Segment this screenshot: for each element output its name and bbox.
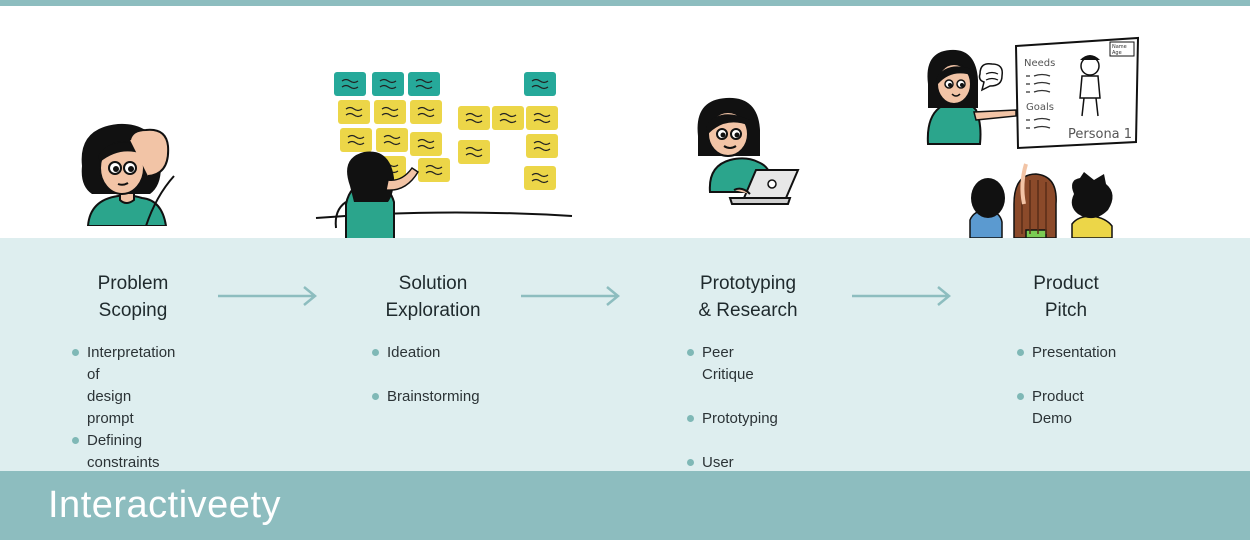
sticky-note bbox=[526, 134, 558, 158]
sticky-note bbox=[418, 158, 450, 182]
stage-title: Solution Exploration bbox=[385, 273, 481, 321]
persona-title: Persona 1 bbox=[1068, 127, 1132, 142]
persona-needs-label: Needs bbox=[1024, 58, 1055, 69]
list-item: Interpretation of design prompt bbox=[71, 342, 175, 430]
list-item: Presentation bbox=[1016, 342, 1116, 364]
footer-bar: Interactiveety bbox=[0, 471, 1250, 540]
stage-bullet-list: Presentation Product Demo bbox=[1016, 342, 1116, 430]
illustration-row: Name Age Needs Goals Persona 1 bbox=[0, 6, 1250, 240]
persona-goals-label: Goals bbox=[1026, 102, 1054, 113]
sticky-note bbox=[374, 100, 406, 124]
sticky-note bbox=[340, 128, 372, 152]
sticky-note bbox=[526, 106, 558, 130]
arrow-right-icon bbox=[852, 286, 951, 306]
top-accent-strip bbox=[0, 0, 1250, 6]
sticky-note-wall-illustration bbox=[315, 72, 573, 240]
sticky-note bbox=[410, 100, 442, 124]
sticky-note bbox=[410, 132, 442, 156]
sticky-note bbox=[408, 72, 440, 96]
stage-bullet-list: Interpretation of design prompt Defining… bbox=[71, 342, 175, 474]
sticky-note bbox=[372, 72, 404, 96]
list-item: Product Demo bbox=[1016, 386, 1116, 430]
process-band: Problem Scoping Interpretation of design… bbox=[0, 238, 1250, 493]
sticky-note bbox=[458, 106, 490, 130]
list-item: Peer Critique bbox=[686, 342, 778, 386]
sticky-note bbox=[492, 106, 524, 130]
stage-bullet-list: Ideation Brainstorming bbox=[371, 342, 480, 408]
arrow-right-icon bbox=[521, 286, 620, 306]
sticky-note bbox=[338, 100, 370, 124]
stage-title: Problem Scoping bbox=[97, 273, 169, 321]
product-pitch-illustration: Name Age Needs Goals Persona 1 bbox=[926, 36, 1140, 238]
list-item: Ideation bbox=[371, 342, 480, 364]
arrow-right-icon bbox=[218, 286, 317, 306]
list-item: Prototyping bbox=[686, 408, 778, 430]
persona-age-label: Age bbox=[1112, 50, 1122, 56]
sticky-note bbox=[376, 128, 408, 152]
sticky-note bbox=[458, 140, 490, 164]
brand-name: Interactiveety bbox=[48, 484, 281, 526]
stage-title: Product Pitch bbox=[1033, 273, 1099, 321]
sticky-note bbox=[524, 166, 556, 190]
persona-name-label: Name bbox=[1112, 44, 1127, 50]
list-item: Defining constraints bbox=[71, 430, 175, 474]
sticky-note bbox=[334, 72, 366, 96]
sticky-note bbox=[524, 72, 556, 96]
stage-title: Prototyping & Research bbox=[698, 273, 798, 321]
list-item: Brainstorming bbox=[371, 386, 480, 408]
thinking-person-illustration bbox=[81, 123, 175, 226]
laptop-person-illustration bbox=[697, 97, 800, 205]
